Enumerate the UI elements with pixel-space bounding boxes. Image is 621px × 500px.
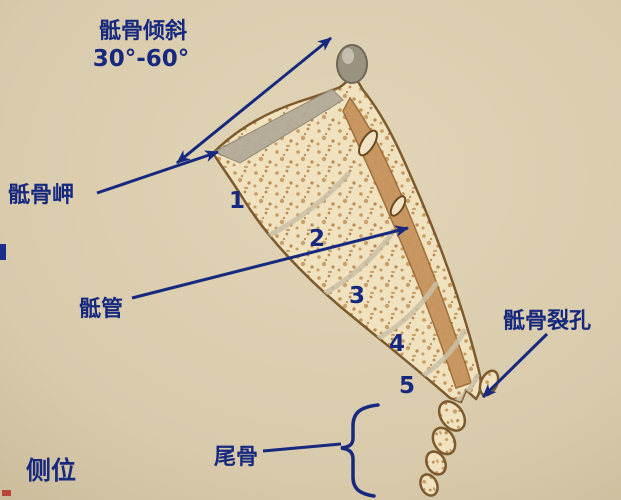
segment-number-4: 4 — [389, 331, 405, 357]
coccyx-brace — [340, 403, 380, 498]
coccyx-segment-4 — [419, 473, 439, 497]
coccyx-segments — [419, 400, 467, 497]
sacral-canal-arrow — [131, 225, 409, 300]
foramen-lower — [389, 195, 407, 217]
disc-line-s2-s3 — [319, 230, 395, 298]
disc-line-s3-s4 — [369, 281, 439, 345]
segment-number-5: 5 — [399, 373, 415, 399]
coccyx-leader-line — [262, 442, 342, 453]
coccyx-label: 尾骨 — [214, 445, 258, 470]
knob-highlight — [342, 48, 354, 64]
coccyx-segment-1 — [437, 400, 467, 432]
view-label: 侧位 — [26, 456, 76, 485]
segment-number-1: 1 — [229, 188, 245, 214]
segment-number-2: 2 — [309, 226, 325, 252]
tilt-double-arrow — [176, 36, 332, 165]
coccyx-segment-2 — [431, 426, 457, 456]
tilt-label-line1: 骶骨倾斜 — [99, 18, 187, 44]
coccyx-segment-3 — [425, 450, 447, 476]
sacral-canal-label: 骶管 — [79, 296, 123, 322]
disc-line-s1-s2 — [267, 171, 351, 238]
annotation-labels: 骶骨倾斜 30°-60° 骶骨岬 骶管 骶骨裂孔 尾骨 侧位 1 2 3 4 5 — [8, 18, 591, 485]
annotation-arrows — [96, 36, 549, 498]
sacral-hiatus-label: 骶骨裂孔 — [503, 309, 591, 334]
cropped-character-artifact-bottom — [2, 490, 11, 496]
cropped-character-artifact-left — [0, 244, 6, 260]
segment-number-3: 3 — [349, 283, 365, 309]
promontory-label: 骶骨岬 — [8, 183, 74, 208]
foramen-upper — [358, 129, 378, 157]
sacral-hiatus-arrow — [481, 332, 549, 399]
tilt-label-line2: 30°-60° — [93, 46, 190, 72]
promontory-arrow — [96, 150, 219, 195]
sacral-canal-region — [342, 96, 472, 389]
